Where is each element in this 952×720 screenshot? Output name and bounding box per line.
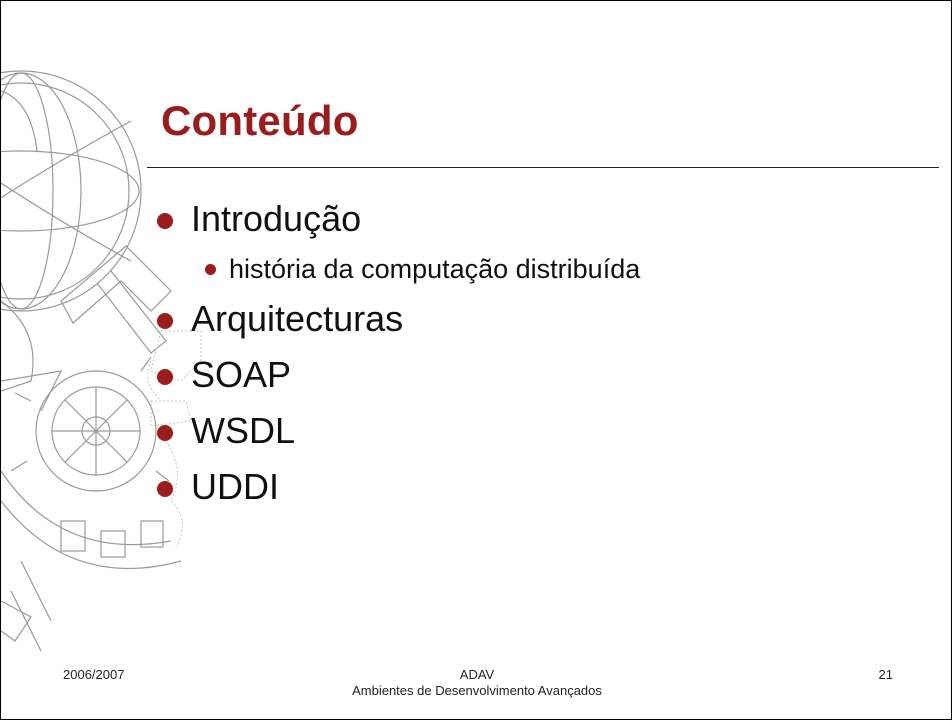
sub-bullet-text: história da computação distribuída xyxy=(229,254,641,284)
footer-course-code: ADAV xyxy=(459,667,495,682)
footer-course: ADAV Ambientes de Desenvolvimento Avança… xyxy=(327,667,627,699)
bullet-dot-icon xyxy=(157,213,173,229)
slide-title: Conteúdo xyxy=(161,97,359,144)
footer-date: 2006/2007 xyxy=(63,667,125,682)
university-seal-sketch-icon xyxy=(1,70,202,652)
bullet-dot-icon xyxy=(157,313,173,329)
page-number: 21 xyxy=(878,667,893,682)
title-divider xyxy=(147,167,939,168)
bullet-text: Arquitecturas xyxy=(191,298,404,339)
sub-bullet-dot-icon xyxy=(205,264,216,275)
bullet-dot-icon xyxy=(157,425,173,441)
bullet-text: Introdução xyxy=(191,198,362,239)
bullet-dot-icon xyxy=(157,369,173,385)
bullet-dot-icon xyxy=(157,481,173,497)
bullet-text: UDDI xyxy=(191,466,279,507)
footer-course-name: Ambientes de Desenvolvimento Avançados xyxy=(352,683,602,698)
bullet-text: SOAP xyxy=(191,354,292,395)
bullet-text: WSDL xyxy=(191,410,296,451)
